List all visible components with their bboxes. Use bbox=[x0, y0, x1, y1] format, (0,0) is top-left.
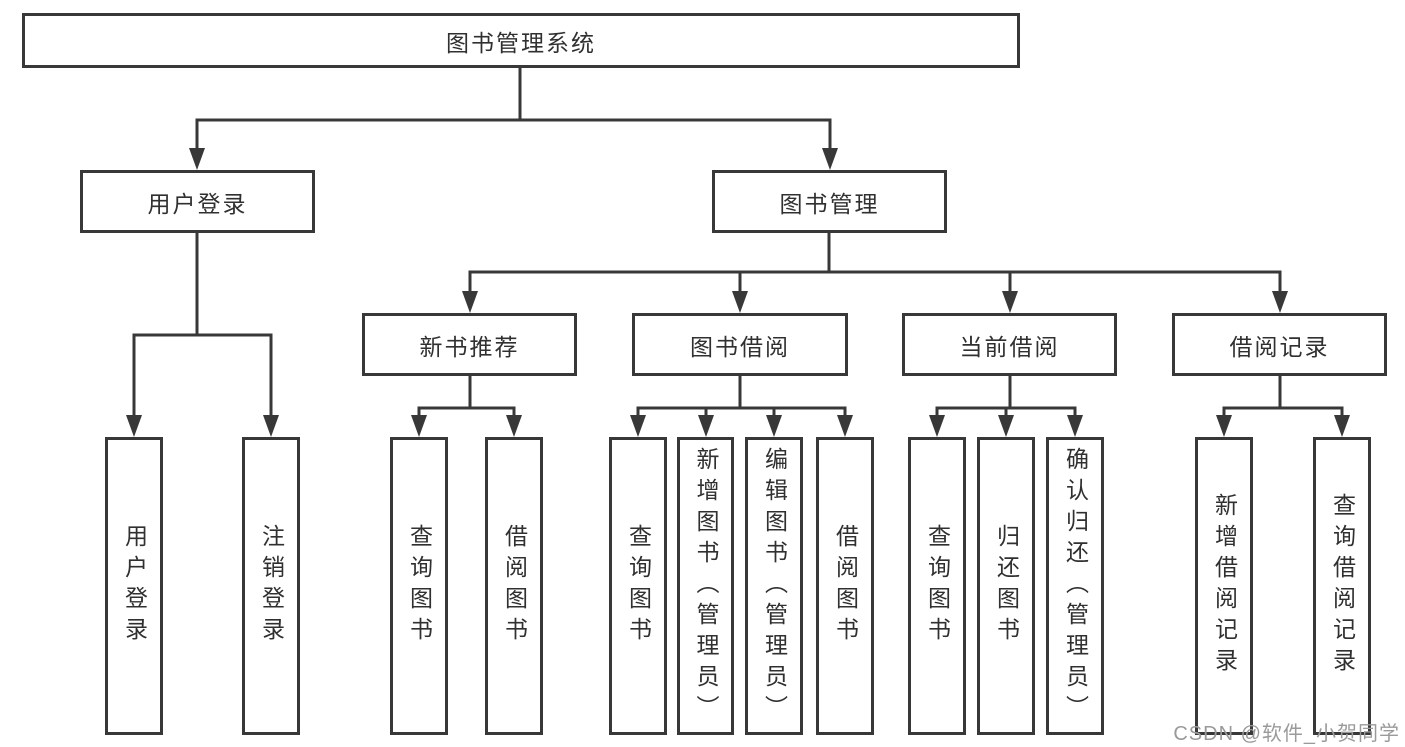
node-library-management-system: 图书管理系统 bbox=[22, 13, 1020, 68]
leaf-query-books-borrow: 查询图书 bbox=[609, 437, 667, 735]
leaf-user-login: 用户登录 bbox=[105, 437, 163, 735]
arrowhead bbox=[698, 415, 714, 437]
node-label: 注销登录 bbox=[258, 524, 285, 648]
arrowhead bbox=[929, 415, 945, 437]
leaf-borrow-books-recommend: 借阅图书 bbox=[485, 437, 543, 735]
leaf-logout-login: 注销登录 bbox=[242, 437, 300, 735]
node-label: 新增图书（管理员） bbox=[693, 446, 719, 726]
leaf-query-books-recommend: 查询图书 bbox=[390, 437, 448, 735]
arrowhead bbox=[462, 291, 478, 313]
node-label: 图书管理系统 bbox=[446, 29, 596, 56]
node-label: 归还图书 bbox=[993, 524, 1020, 648]
node-new-book-recommendation: 新书推荐 bbox=[362, 313, 577, 376]
node-current-borrowing: 当前借阅 bbox=[902, 313, 1117, 376]
arrowhead bbox=[126, 415, 142, 437]
arrowhead bbox=[1216, 415, 1232, 437]
leaf-query-borrow-record: 查询借阅记录 bbox=[1313, 437, 1371, 735]
arrowhead bbox=[1272, 291, 1288, 313]
node-label: 用户登录 bbox=[147, 190, 248, 217]
node-label: 新增借阅记录 bbox=[1211, 493, 1238, 679]
leaf-add-borrow-record: 新增借阅记录 bbox=[1195, 437, 1253, 735]
arrowhead bbox=[411, 415, 427, 437]
connector-new-book-to-leaves bbox=[417, 376, 516, 419]
arrowhead bbox=[189, 148, 205, 170]
connector-book-management-to-level3 bbox=[468, 233, 1282, 296]
arrowhead bbox=[630, 415, 646, 437]
node-user-login: 用户登录 bbox=[80, 170, 315, 233]
node-label: 借阅记录 bbox=[1229, 333, 1330, 360]
leaf-query-books-current: 查询图书 bbox=[908, 437, 966, 735]
node-label: 用户登录 bbox=[121, 524, 148, 648]
node-borrowing-records: 借阅记录 bbox=[1172, 313, 1387, 376]
node-label: 查询图书 bbox=[406, 524, 433, 648]
arrowhead bbox=[1334, 415, 1350, 437]
leaf-return-books: 归还图书 bbox=[977, 437, 1035, 735]
node-label: 新书推荐 bbox=[419, 333, 520, 360]
leaf-edit-books-admin: 编辑图书（管理员） bbox=[745, 437, 803, 735]
node-label: 编辑图书（管理员） bbox=[761, 446, 788, 726]
node-label: 借阅图书 bbox=[832, 524, 859, 648]
node-label: 图书借阅 bbox=[690, 333, 790, 360]
node-label: 图书管理 bbox=[779, 190, 880, 217]
connector-root-to-level2 bbox=[195, 68, 832, 152]
arrowhead bbox=[837, 415, 853, 437]
arrowhead bbox=[263, 415, 279, 437]
node-label: 查询借阅记录 bbox=[1329, 493, 1356, 679]
arrowhead bbox=[506, 415, 522, 437]
arrowhead bbox=[822, 148, 838, 170]
arrowhead bbox=[998, 415, 1014, 437]
node-book-borrowing: 图书借阅 bbox=[632, 313, 848, 376]
connector-borrowing-records-to-leaves bbox=[1222, 376, 1344, 419]
arrowhead bbox=[766, 415, 782, 437]
node-label: 确认归还（管理员） bbox=[1062, 446, 1089, 726]
node-book-management: 图书管理 bbox=[712, 170, 947, 233]
leaf-add-books-admin: 新增图书（管理员） bbox=[677, 437, 734, 735]
watermark: CSDN @软件_小贺同学 bbox=[1173, 723, 1400, 745]
arrowhead bbox=[732, 291, 748, 313]
arrowhead bbox=[1002, 291, 1018, 313]
arrowheads bbox=[126, 148, 1350, 437]
leaf-confirm-return-admin: 确认归还（管理员） bbox=[1046, 437, 1104, 735]
connector-lines bbox=[132, 68, 1344, 419]
leaf-borrow-books: 借阅图书 bbox=[816, 437, 874, 735]
node-label: 查询图书 bbox=[625, 524, 652, 648]
connector-book-borrowing-to-leaves bbox=[636, 376, 847, 419]
node-label: 查询图书 bbox=[924, 524, 951, 648]
connector-current-borrowing-to-leaves bbox=[935, 376, 1077, 419]
connector-user-login-to-leaves bbox=[132, 233, 273, 419]
arrowhead bbox=[1067, 415, 1083, 437]
node-label: 借阅图书 bbox=[501, 524, 528, 648]
node-label: 当前借阅 bbox=[959, 333, 1060, 360]
